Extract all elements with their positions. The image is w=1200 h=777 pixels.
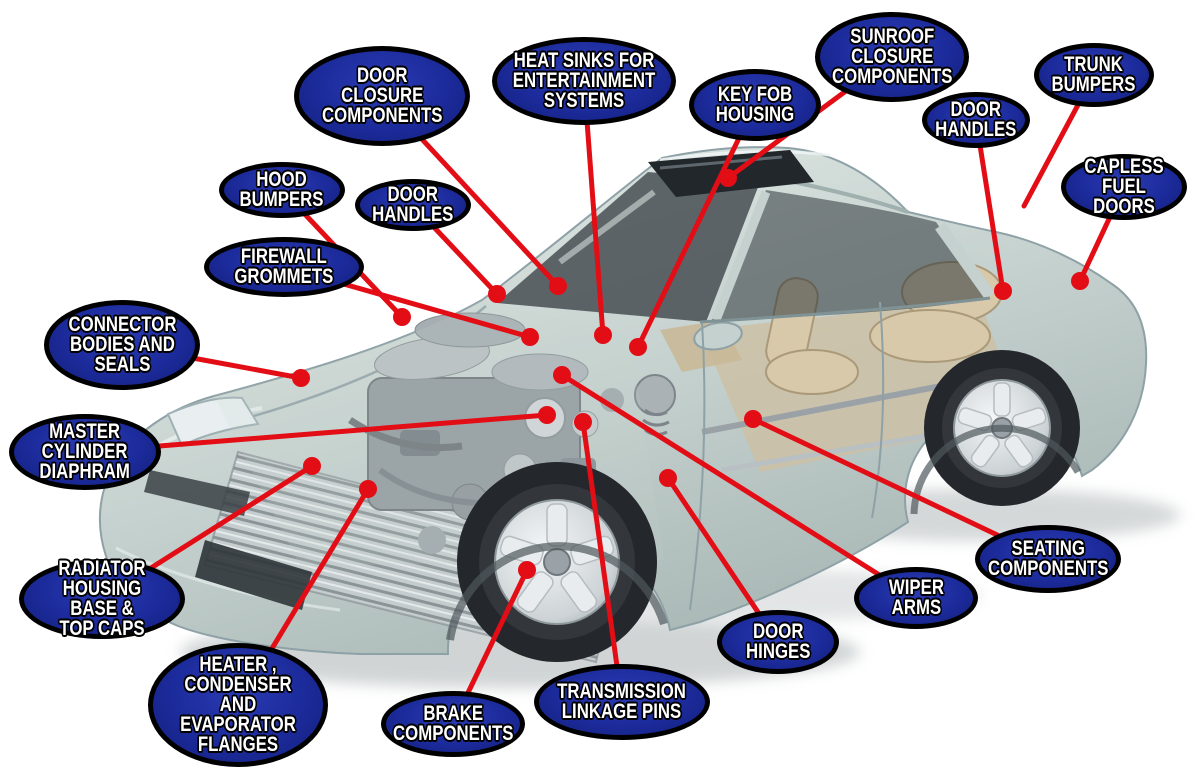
heat-sinks-entertainment-callout-line [584, 120, 606, 338]
seating-components-label: SEATING COMPONENTS [975, 525, 1121, 593]
heater-condenser-evaporator-flanges-label-text: HEATER , CONDENSER AND EVAPORATOR FLANGE… [180, 653, 296, 756]
key-fob-housing-label-text: KEY FOB HOUSING [715, 83, 795, 126]
c-pillar [935, 222, 995, 300]
transmission-linkage-pins-label-text: TRANSMISSION LINKAGE PINS [557, 680, 687, 723]
door-hinges-callout-line [665, 475, 762, 616]
heater-condenser-evaporator-flanges-callout-line [268, 486, 371, 654]
door-handles-rear-label: DOOR HANDLES [922, 92, 1030, 148]
door-closure-components-callout-dot [549, 277, 567, 295]
sunroof-closure-components-label-text: SUNROOF CLOSURE COMPONENTS [831, 25, 953, 88]
master-cylinder-diaphram-label-text: MASTER CYLINDER DIAPHRAM [39, 420, 131, 483]
firewall-grommets-label-text: FIREWALL GROMMETS [234, 245, 334, 288]
radiator-housing-base-top-caps-callout-line [147, 463, 315, 572]
heat-sinks-entertainment-label-text: HEAT SINKS FOR ENTERTAINMENT SYSTEMS [512, 49, 656, 112]
door-handles-front-label-text: DOOR HANDLES [372, 183, 454, 226]
heater-condenser-evaporator-flanges-label: HEATER , CONDENSER AND EVAPORATOR FLANGE… [148, 643, 328, 767]
firewall-grommets-label: FIREWALL GROMMETS [204, 237, 364, 297]
key-fob-housing-callout-dot [629, 338, 647, 356]
connector-bodies-seals-label: CONNECTOR BODIES AND SEALS [44, 300, 200, 390]
brake-components-label: BRAKE COMPONENTS [381, 691, 525, 757]
side-mirror [693, 321, 743, 351]
door-handles-front-callout-line [431, 225, 500, 297]
radiator-housing-base-top-caps-label-text: RADIATOR HOUSING BASE & TOP CAPS [58, 557, 146, 640]
rear-wheel [910, 350, 1082, 515]
heater-condenser-evaporator-flanges-callout-dot [359, 480, 377, 498]
transmission-linkage-pins-label: TRANSMISSION LINKAGE PINS [534, 664, 710, 740]
wiper-arms-label: WIPER ARMS [854, 567, 978, 629]
wiper-arms-callout-line [559, 372, 882, 578]
capless-fuel-doors-label: CAPLESS FUEL DOORS [1061, 154, 1187, 220]
wiper-arms-label-text: WIPER ARMS [888, 576, 944, 619]
heat-sinks-entertainment-callout-dot [594, 326, 612, 344]
radiator-housing-base-top-caps-label: RADIATOR HOUSING BASE & TOP CAPS [19, 557, 185, 640]
door-handles-front-label: DOOR HANDLES [355, 179, 471, 231]
firewall-grommets-callout-line [342, 281, 533, 340]
door-hinges-label-text: DOOR HINGES [745, 620, 811, 663]
radiator-housing-base-top-caps-callout-dot [303, 457, 321, 475]
trunk-bumpers-callout-line [1021, 101, 1081, 209]
connector-bodies-seals-label-text: CONNECTOR BODIES AND SEALS [68, 313, 176, 376]
door-seams [689, 296, 991, 611]
wiper-arms-callout-dot [553, 366, 571, 384]
headlight [166, 396, 260, 448]
side-windows [712, 190, 988, 320]
brake-components-label-text: BRAKE COMPONENTS [392, 702, 514, 745]
connector-bodies-seals-callout-line [190, 355, 304, 381]
master-cylinder-diaphram-callout-line [153, 412, 550, 449]
grille [144, 470, 250, 516]
heat-sinks-entertainment-label: HEAT SINKS FOR ENTERTAINMENT SYSTEMS [492, 37, 676, 125]
capless-fuel-doors-label-text: CAPLESS FUEL DOORS [1084, 155, 1164, 218]
bumper-intake [195, 540, 312, 610]
door-closure-components-label-text: DOOR CLOSURE COMPONENTS [321, 64, 443, 127]
master-cylinder-diaphram-callout-dot [538, 406, 556, 424]
brake-components-callout-line [465, 567, 530, 696]
door-handles-rear-callout-dot [994, 282, 1012, 300]
door-closure-components-callout-line [418, 135, 561, 289]
transmission-linkage-pins-callout-dot [574, 413, 592, 431]
trunk-bumpers-label-text: TRUNK BUMPERS [1051, 53, 1136, 96]
connector-bodies-seals-callout-dot [292, 369, 310, 387]
transmission-linkage-pins-callout-line [580, 419, 620, 669]
door-closure-components-label: DOOR CLOSURE COMPONENTS [294, 46, 470, 146]
firewall-grommets-callout-dot [521, 328, 539, 346]
hood-bumpers-label-text: HOOD BUMPERS [239, 168, 324, 211]
trunk-bumpers-label: TRUNK BUMPERS [1034, 43, 1154, 107]
door-handles-front-callout-dot [488, 285, 506, 303]
seating-components-callout-dot [744, 410, 762, 428]
door-hinges-callout-dot [659, 469, 677, 487]
hood-bumpers-callout-dot [393, 308, 411, 326]
seating-components-callout-line [750, 416, 1002, 539]
capless-fuel-doors-callout-line [1077, 214, 1113, 284]
front-fascia [144, 396, 312, 610]
key-fob-housing-label: KEY FOB HOUSING [689, 69, 821, 141]
brake-components-callout-dot [518, 561, 536, 579]
capless-fuel-doors-callout-dot [1071, 272, 1089, 290]
door-handles-rear-callout-line [977, 144, 1006, 294]
sunroof-closure-components-callout-dot [719, 169, 737, 187]
hood-bumpers-label: HOOD BUMPERS [219, 162, 345, 218]
master-cylinder-diaphram-label: MASTER CYLINDER DIAPHRAM [9, 414, 161, 490]
sunroof-closure-components-label: SUNROOF CLOSURE COMPONENTS [815, 12, 969, 102]
seating-components-label-text: SEATING COMPONENTS [987, 537, 1109, 580]
door-handles-rear-label-text: DOOR HANDLES [935, 98, 1017, 141]
door-hinges-label: DOOR HINGES [717, 610, 839, 674]
b-pillar [711, 190, 771, 322]
